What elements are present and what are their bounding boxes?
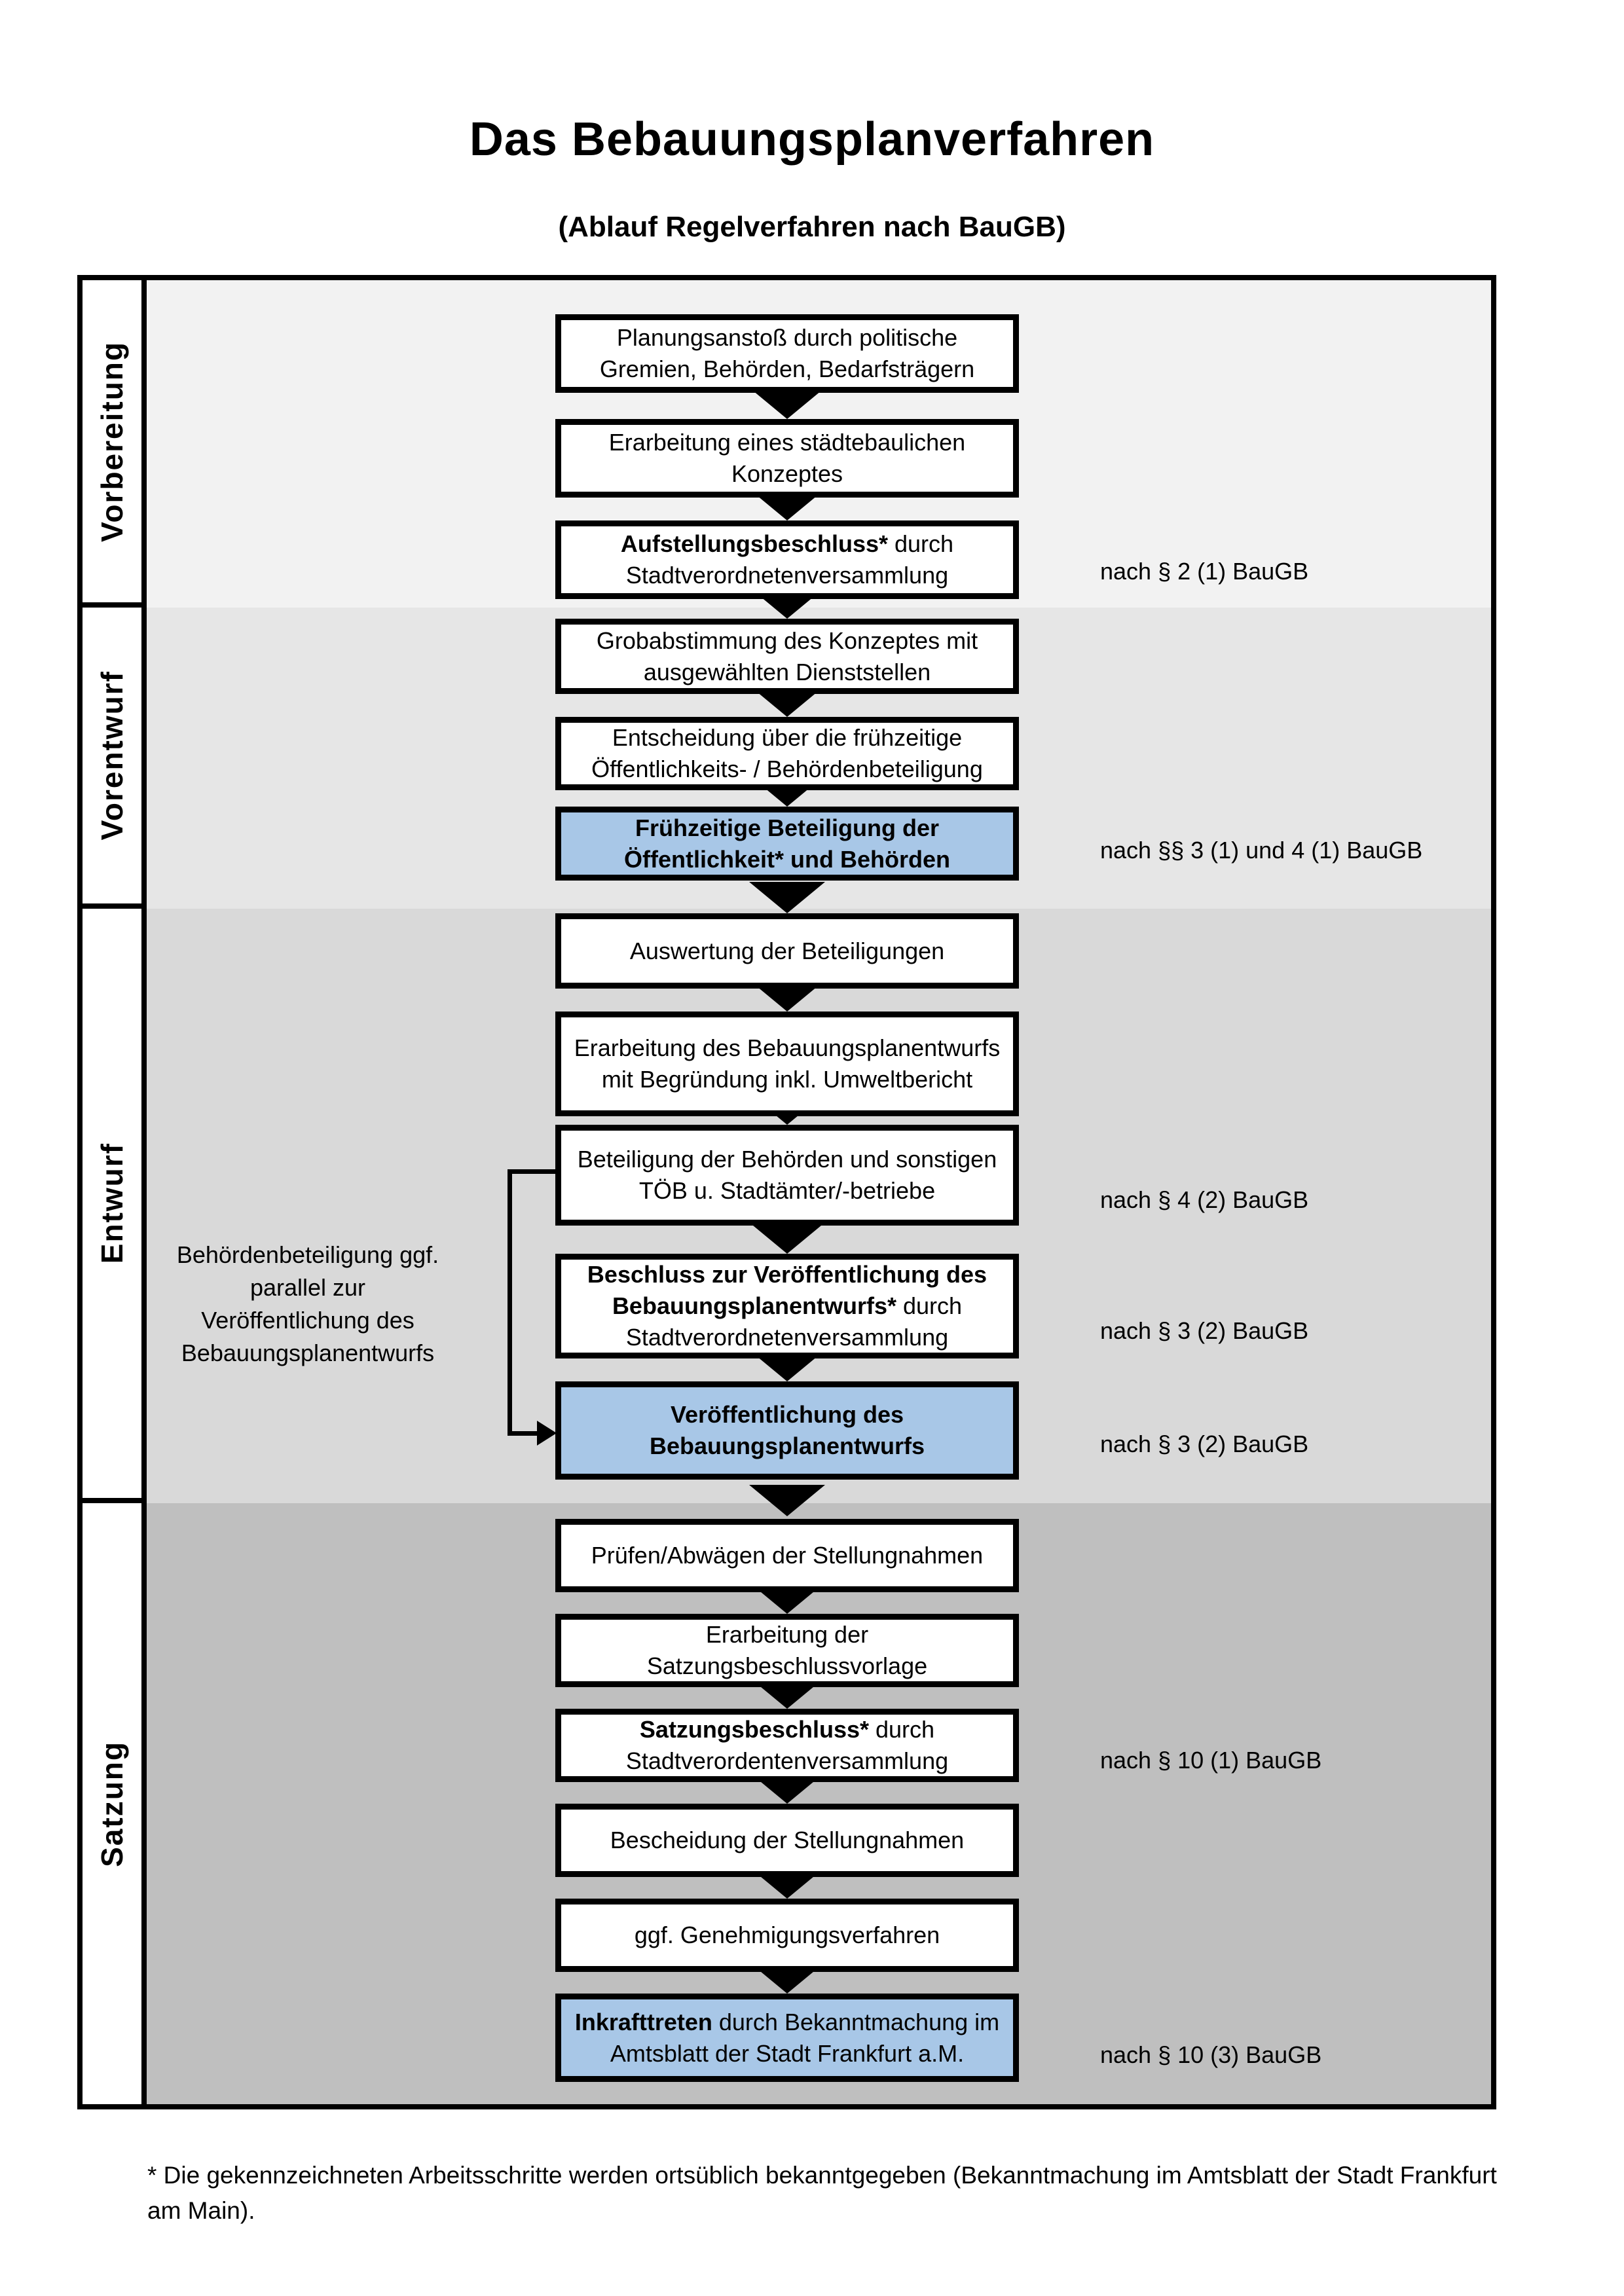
step-text: Entscheidung über die frühzeitige Öffent…	[591, 724, 983, 782]
phase-label-column: Vorbereitung Vorentwurf Entwurf Satzung	[83, 280, 147, 2104]
parallel-connector-horizontal	[507, 1431, 544, 1436]
parallel-process-note: Behördenbeteiligung ggf. parallel zur Ve…	[176, 1241, 439, 1366]
step-text: durch Stadtverordnetenversammlung	[625, 530, 954, 589]
step-fruehzeitige-beteiligung: Frühzeitige Beteiligung der Öffentlichke…	[555, 807, 1019, 881]
step-veroeffentlichung-entwurf: Veröffentlichung des Bebauungsplanentwur…	[555, 1381, 1019, 1480]
step-genehmigungsverfahren: ggf. Genehmigungsverfahren	[555, 1899, 1019, 1972]
step-pruefen-abwaegen-stellungnahmen: Prüfen/Abwägen der Stellungnahmen	[555, 1519, 1019, 1592]
footnote: * Die gekennzeichneten Arbeitsschritte w…	[147, 2162, 1497, 2224]
step-text: Erarbeitung der Satzungsbeschlussvorlage	[646, 1621, 928, 1679]
step-text: Auswertung der Beteiligungen	[629, 937, 945, 964]
step-text: Grobabstimmung des Konzeptes mit ausgewä…	[596, 627, 978, 685]
step-text: Beteiligung der Behörden und sonstigen T…	[577, 1146, 997, 1204]
step-aufstellungsbeschluss: Aufstellungsbeschluss* durch Stadtverord…	[555, 520, 1019, 599]
phase-label-satzung: Satzung	[95, 1740, 129, 1867]
step-planungsanstoss: Planungsanstoß durch politische Gremien,…	[555, 314, 1019, 393]
step-text-bold: Frühzeitige Beteiligung der Öffentlichke…	[623, 814, 951, 873]
step-text: Planungsanstoß durch politische Gremien,…	[599, 324, 975, 382]
step-staedtebauliches-konzept: Erarbeitung eines städtebaulichen Konzep…	[555, 419, 1019, 498]
legal-note-par3-4-1: nach §§ 3 (1) und 4 (1) BauGB	[1100, 837, 1423, 864]
step-erarbeitung-satzungsbeschlussvorlage: Erarbeitung der Satzungsbeschlussvorlage	[555, 1614, 1019, 1687]
page-title: Das Bebauungsplanverfahren	[469, 113, 1155, 166]
step-bescheidung-stellungnahmen: Bescheidung der Stellungnahmen	[555, 1804, 1019, 1877]
phase-label-cell-entwurf: Entwurf	[83, 909, 141, 1503]
step-text: durch Stadtverordnetenversammlung	[625, 1292, 963, 1351]
step-text-bold: Inkrafttreten	[574, 2008, 712, 2035]
flow-arrow-down	[749, 1485, 825, 1516]
step-grobabstimmung: Grobabstimmung des Konzeptes mit ausgewä…	[555, 619, 1019, 694]
step-beschluss-veroeffentlichung: Beschluss zur Veröffentlichung des Bebau…	[555, 1254, 1019, 1358]
step-text: Bescheidung der Stellungnahmen	[610, 1827, 965, 1853]
parallel-connector-stub	[507, 1169, 555, 1174]
step-entscheidung-fruehzeitige-beteiligung: Entscheidung über die frühzeitige Öffent…	[555, 717, 1019, 790]
step-inkrafttreten: Inkrafttreten durch Bekanntmachung im Am…	[555, 1994, 1019, 2082]
phase-label-entwurf: Entwurf	[95, 1142, 129, 1264]
step-satzungsbeschluss: Satzungsbeschluss* durch Stadtverordente…	[555, 1709, 1019, 1782]
flow-arrow-down	[749, 1222, 825, 1254]
parallel-connector-arrowhead-icon	[537, 1421, 557, 1446]
step-erarbeitung-bebauungsplanentwurf: Erarbeitung des Bebauungsplanentwurfs mi…	[555, 1011, 1019, 1116]
phase-label-vorbereitung: Vorbereitung	[95, 340, 129, 542]
step-text-bold: Satzungsbeschluss*	[639, 1716, 870, 1743]
step-text: durch Stadtverordentenversammlung	[625, 1716, 949, 1774]
step-text: durch Bekanntmachung im Amtsblatt der St…	[610, 2008, 1000, 2067]
legal-note-par10-1: nach § 10 (1) BauGB	[1100, 1747, 1322, 1774]
legal-note-par10-3: nach § 10 (3) BauGB	[1100, 2041, 1322, 2068]
step-text: Erarbeitung eines städtebaulichen Konzep…	[608, 429, 966, 487]
step-text: ggf. Genehmigungsverfahren	[634, 1922, 940, 1948]
legal-note-par3-2-b: nach § 3 (2) BauGB	[1100, 1430, 1309, 1457]
phase-label-vorentwurf: Vorentwurf	[95, 670, 129, 841]
flow-arrow-down	[749, 388, 825, 419]
parallel-connector-vertical	[507, 1169, 512, 1436]
page-subtitle: (Ablauf Regelverfahren nach BauGB)	[558, 211, 1066, 243]
step-text-bold: Beschluss zur Veröffentlichung des Bebau…	[587, 1261, 987, 1319]
phase-label-cell-vorbereitung: Vorbereitung	[83, 280, 141, 608]
step-text-bold: Aufstellungsbeschluss*	[620, 530, 889, 557]
step-behoerdenbeteiligung-toeb: Beteiligung der Behörden und sonstigen T…	[555, 1125, 1019, 1226]
legal-note-par4-2: nach § 4 (2) BauGB	[1100, 1186, 1309, 1213]
step-auswertung-beteiligungen: Auswertung der Beteiligungen	[555, 913, 1019, 989]
step-text-bold: Veröffentlichung des Bebauungsplanentwur…	[649, 1401, 925, 1459]
flow-arrow-down	[749, 882, 825, 913]
step-text: Erarbeitung des Bebauungsplanentwurfs mi…	[574, 1034, 1001, 1093]
step-text: Prüfen/Abwägen der Stellungnahmen	[591, 1542, 984, 1569]
phase-label-cell-vorentwurf: Vorentwurf	[83, 608, 141, 909]
legal-note-par3-2-a: nach § 3 (2) BauGB	[1100, 1317, 1309, 1344]
legal-note-par2-1: nach § 2 (1) BauGB	[1100, 558, 1309, 585]
phase-label-cell-satzung: Satzung	[83, 1503, 141, 2104]
